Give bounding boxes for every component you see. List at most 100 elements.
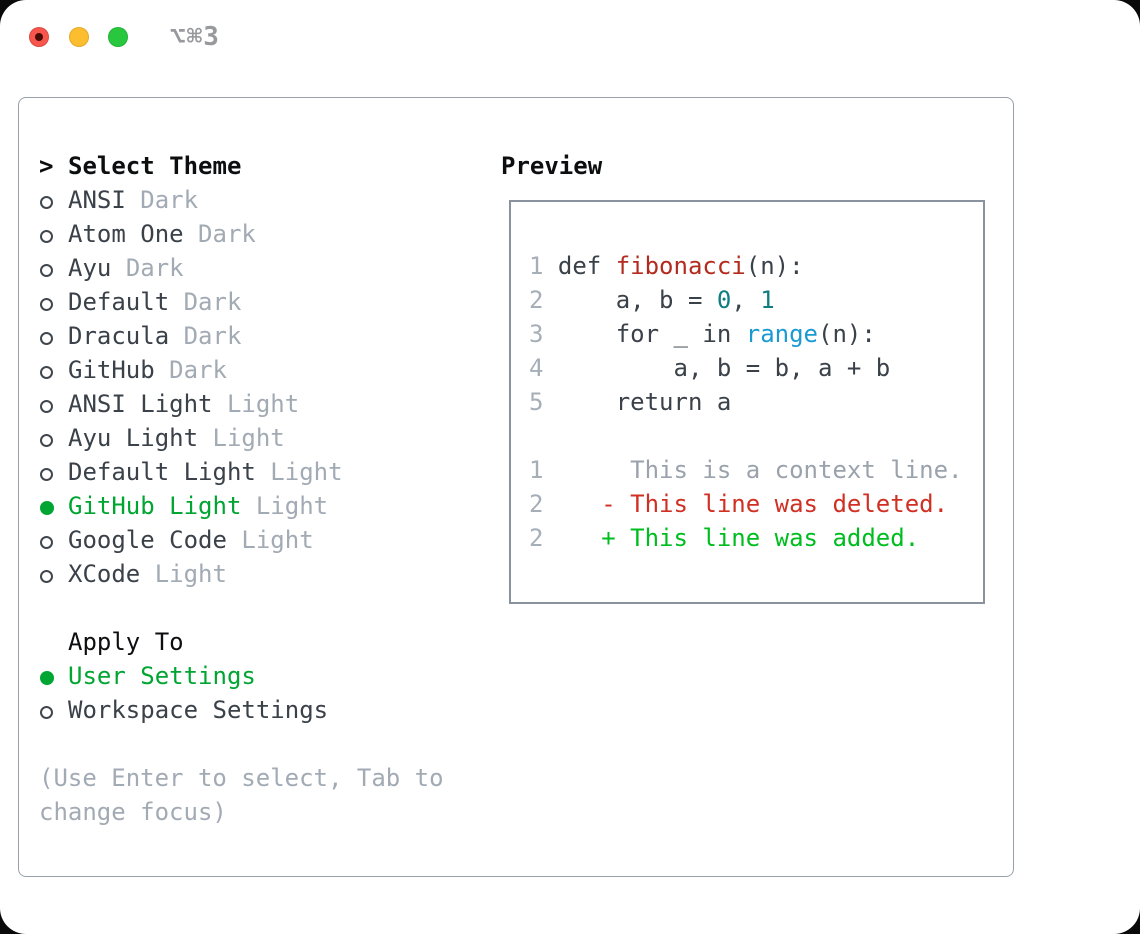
code-segment-deleted: - This line was deleted. (557, 490, 949, 518)
radio-dot (40, 264, 53, 277)
theme-name: Google Code (68, 526, 227, 554)
radio-dot (40, 298, 53, 311)
theme-variant: Light (255, 492, 329, 520)
spacer-row (39, 727, 463, 761)
radio-dot (40, 366, 53, 379)
theme-variant: Dark (183, 288, 242, 316)
code-line: 2 a, b = 0, 1 (529, 283, 983, 317)
radio-dot (40, 196, 53, 209)
code-segment-builtin: range (745, 320, 818, 348)
apply-to-header: Apply To (39, 625, 463, 659)
radio-dot (40, 671, 54, 685)
apply-option-label: User Settings (68, 662, 256, 690)
zoom-button[interactable] (108, 27, 128, 47)
apply-option-user-settings[interactable]: User Settings (39, 659, 463, 693)
radio-dot (40, 230, 53, 243)
theme-name: Ayu (68, 254, 112, 282)
radio-dot (40, 706, 53, 719)
theme-option-ayu-light-light[interactable]: Ayu Light Light (39, 421, 463, 455)
radio-dot (40, 332, 53, 345)
radio-dot (40, 501, 54, 515)
code-segment-code: a, b = b, a + b (557, 354, 891, 382)
radio-selected-icon (39, 489, 68, 523)
prompt-caret: > (39, 152, 54, 180)
minimize-button[interactable] (69, 27, 89, 47)
theme-option-dracula-dark[interactable]: Dracula Dark (39, 319, 463, 353)
hint-text: (Use Enter to select, Tab to change focu… (39, 764, 444, 826)
code-segment-num: 1 (760, 286, 775, 314)
code-segment-code: for _ in (557, 320, 746, 348)
theme-name: Ayu Light (68, 424, 199, 452)
code-line: 5 return a (529, 385, 983, 419)
theme-option-ansi-dark[interactable]: ANSI Dark (39, 183, 463, 217)
line-number: 4 (529, 354, 544, 382)
theme-option-ansi-light-light[interactable]: ANSI Light Light (39, 387, 463, 421)
code-segment-code: return a (557, 388, 732, 416)
theme-name: Atom One (68, 220, 184, 248)
code-segment-code: def (557, 252, 616, 280)
theme-option-atom-one-dark[interactable]: Atom One Dark (39, 217, 463, 251)
apply-option-label: Workspace Settings (68, 696, 329, 724)
theme-option-default-light-light[interactable]: Default Light Light (39, 455, 463, 489)
radio-dot (40, 570, 53, 583)
theme-name: Default (68, 288, 170, 316)
theme-variant: Dark (183, 322, 242, 350)
code-segment-code: a, b = (557, 286, 717, 314)
code-segment-context: This is a context line. (557, 456, 963, 484)
radio-icon (39, 455, 68, 489)
theme-option-google-code-light[interactable]: Google Code Light (39, 523, 463, 557)
theme-variant: Dark (198, 220, 256, 248)
radio-dot (40, 468, 53, 481)
code-line: 4 a, b = b, a + b (529, 351, 983, 385)
code-line: 2 - This line was deleted. (529, 487, 983, 521)
theme-variant: Light (154, 560, 227, 588)
radio-icon (39, 251, 68, 285)
radio-dot (40, 536, 53, 549)
radio-icon (39, 353, 68, 387)
code-segment-code: , (731, 286, 761, 314)
close-button[interactable] (29, 27, 49, 47)
theme-name: XCode (68, 560, 141, 588)
theme-option-default-dark[interactable]: Default Dark (39, 285, 463, 319)
code-segment-func: fibonacci (615, 252, 746, 280)
radio-dot (40, 434, 53, 447)
radio-icon (39, 285, 68, 319)
apply-option-workspace-settings[interactable]: Workspace Settings (39, 693, 463, 727)
code-segment-added: + This line was added. (557, 524, 920, 552)
spacer-row (39, 591, 463, 625)
code-segment-num: 0 (716, 286, 732, 314)
radio-icon (39, 217, 68, 251)
theme-name: Default Light (68, 458, 256, 486)
line-number: 1 (529, 252, 544, 280)
theme-name: GitHub Light (68, 492, 242, 520)
code-line: 1 This is a context line. (529, 453, 983, 487)
radio-selected-icon (39, 659, 68, 693)
theme-variant: Light (241, 526, 314, 554)
theme-variant: Dark (125, 254, 184, 282)
theme-option-xcode-light[interactable]: XCode Light (39, 557, 463, 591)
code-blank-line (529, 419, 983, 453)
theme-name: ANSI Light (68, 390, 213, 418)
radio-icon (39, 523, 68, 557)
theme-variant: Light (212, 424, 285, 452)
code-line: 2 + This line was added. (529, 521, 983, 555)
line-number: 2 (529, 524, 544, 552)
line-number: 1 (529, 456, 544, 484)
theme-variant: Dark (169, 356, 227, 384)
theme-option-github-light-light[interactable]: GitHub Light Light (39, 489, 463, 523)
select-theme-header: > Select Theme (39, 149, 463, 183)
select-theme-title: Select Theme (68, 152, 242, 180)
theme-name: Dracula (68, 322, 170, 350)
theme-variant: Dark (140, 186, 199, 214)
theme-option-ayu-dark[interactable]: Ayu Dark (39, 251, 463, 285)
radio-icon (39, 557, 68, 591)
radio-icon (39, 387, 68, 421)
theme-option-github-dark[interactable]: GitHub Dark (39, 353, 463, 387)
